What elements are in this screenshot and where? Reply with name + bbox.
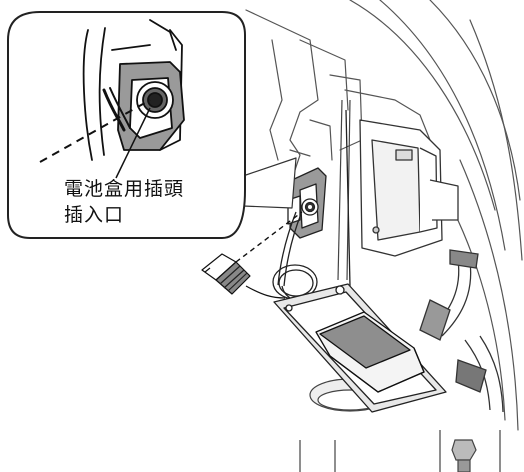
battery-plug bbox=[201, 253, 286, 299]
label-leader-line bbox=[115, 107, 151, 179]
water-hose bbox=[419, 249, 504, 413]
control-box bbox=[359, 119, 459, 257]
callout-guide-line bbox=[39, 99, 151, 163]
callout-label-line-1: 電池盒用插頭 bbox=[64, 178, 185, 200]
battery-box bbox=[315, 311, 425, 393]
socket-icon bbox=[308, 205, 312, 209]
support-rod bbox=[337, 99, 351, 281]
insertion-guide-line bbox=[235, 211, 303, 263]
callout-pointer bbox=[241, 157, 297, 209]
callout-label-line-2: 插入口 bbox=[64, 204, 125, 226]
magnified-socket-detail bbox=[82, 19, 185, 161]
toilet-body-outline bbox=[245, 0, 523, 431]
